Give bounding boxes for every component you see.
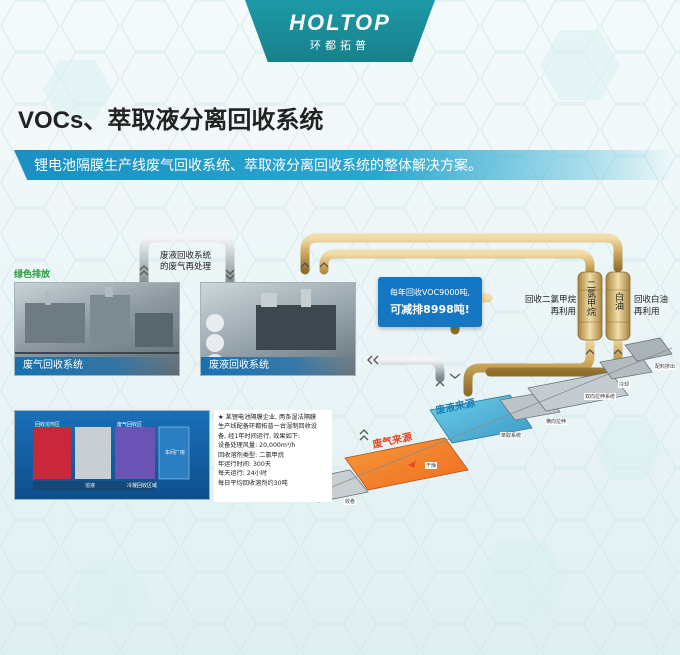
liquid-system-illustration [206, 289, 336, 372]
liquid-system-caption: 废液回收系统 [201, 357, 355, 375]
line-arrows [408, 461, 416, 468]
info-line: 生产线配备环都拓普一台湿制回收设 [218, 423, 317, 431]
case-info-box: ★ 某锂电池隔膜企业, 两条湿法隔膜 生产线配备环都拓普一台湿制回收设 备, 经… [214, 410, 332, 502]
drum-white-oil [605, 271, 631, 341]
brand-logo: HOLTOP [289, 9, 391, 35]
plan-room-2: 废气回收区 [117, 422, 143, 428]
info-line: 备, 经1年时间运行, 效果如下: [218, 432, 300, 440]
brand-header: HOLTOP 环都拓普 [245, 0, 435, 62]
badge-line-1: 每年回收VOC9000吨, [389, 288, 471, 297]
info-line: ★ 某锂电池隔膜企业, 两条湿法隔膜 [218, 414, 317, 421]
plan-room-4: 冷凝回收区域 [127, 483, 158, 489]
stage-label: 干燥 [425, 462, 438, 469]
recover-white-oil-label: 回收白油 再利用 [634, 294, 669, 316]
stage-label: 收卷 [344, 498, 357, 505]
info-line: 每日平均回收溶剂约30吨 [218, 479, 288, 487]
info-line: 每天运行: 24小时 [218, 470, 268, 478]
drum-white-oil-text: 白油 [613, 292, 623, 310]
drum-dcm-text: 二氯甲烷 [585, 280, 595, 316]
plan-room-3: 溶液 [85, 483, 96, 489]
gas-system-caption: 废气回收系统 [15, 357, 179, 375]
subtitle-banner: 锂电池隔膜生产线废气回收系统、萃取液分离回收系统的整体解决方案。 [14, 150, 674, 180]
subtitle-text: 锂电池隔膜生产线废气回收系统、萃取液分离回收系统的整体解决方案。 [34, 157, 482, 173]
brand-logo-cn: 环都拓普 [310, 39, 370, 52]
grey-pipe-top [139, 233, 235, 290]
floor-plan: 回收溶剂区 废气回收区 溶液 冷凝回收区域 车间厂房 [14, 410, 210, 500]
liquid-system-photo: 废液回收系统 [200, 282, 356, 376]
recovery-badge: 每年回收VOC9000吨, 可减排8998吨! [378, 277, 482, 327]
flow-chevrons [139, 262, 623, 441]
drum-dcm [577, 271, 603, 341]
gas-system-illustration [15, 287, 179, 354]
stage-label: 横向拉伸 [545, 418, 568, 425]
stage-label: 配料挤出 [654, 363, 677, 370]
stage-label: 萃取系统 [500, 432, 523, 439]
grey-pipe-lower [377, 355, 445, 383]
stage-label: 双向拉伸系统 [584, 393, 617, 400]
info-line: 回收溶剂类型: 二氯甲烷 [218, 451, 284, 459]
stage-label: 冷却 [618, 381, 631, 388]
badge-line-2: 可减排8998吨! [390, 303, 470, 316]
page-title: VOCs、萃取液分离回收系统 [18, 107, 324, 134]
info-line: 年运行时间: 300天 [218, 461, 271, 469]
plan-room-1: 回收溶剂区 [35, 422, 61, 428]
floor-plan-illustration [33, 426, 190, 491]
plan-room-5: 车间厂房 [165, 450, 186, 456]
green-exhaust-label: 绿色排放 [14, 269, 51, 279]
gas-system-photo: 废气回收系统 [14, 282, 180, 376]
waste-gas-reprocess-label: 废液回收系统 的废气再处理 [160, 250, 212, 271]
recover-dcm-label: 回收二氯甲烷 再利用 [524, 294, 576, 316]
info-line: 设备处理风量: 20,000m³/h [218, 442, 296, 450]
